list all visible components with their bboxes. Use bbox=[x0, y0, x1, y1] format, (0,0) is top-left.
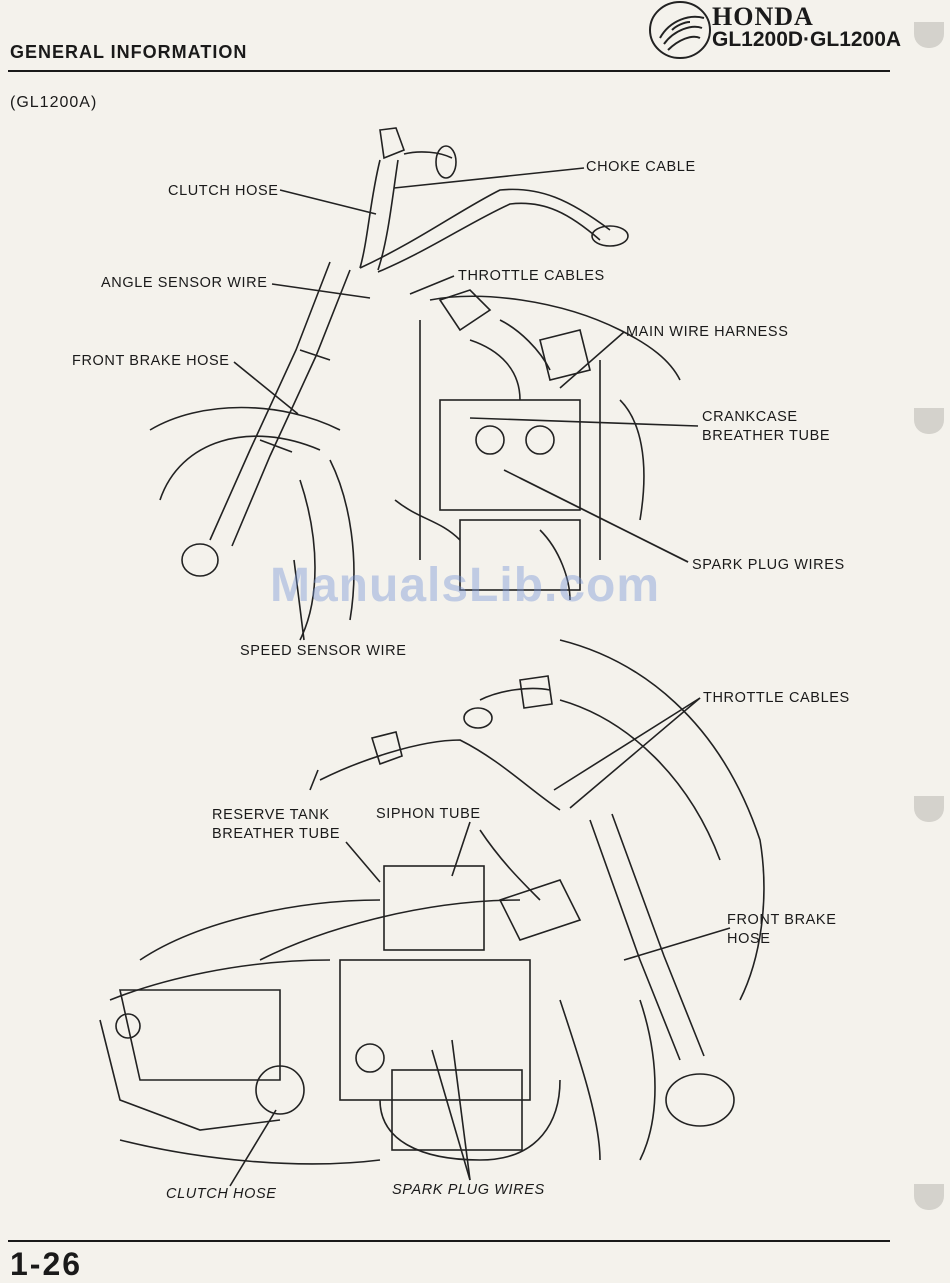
label-siphon-tube: SIPHON TUBE bbox=[376, 806, 481, 822]
label-spark-plug-wires-top: SPARK PLUG WIRES bbox=[692, 557, 845, 573]
binder-hole bbox=[914, 1184, 944, 1210]
label-front-brake-hose-top: FRONT BRAKE HOSE bbox=[72, 353, 230, 369]
label-reserve-tank-line1: RESERVE TANK bbox=[212, 807, 330, 823]
watermark: ManualsLib.com bbox=[270, 559, 661, 612]
binder-hole bbox=[914, 796, 944, 822]
binder-hole bbox=[914, 22, 944, 48]
label-choke-cable: CHOKE CABLE bbox=[586, 159, 696, 175]
honda-wing-logo bbox=[649, 1, 711, 59]
label-front-brake-hose-line2: HOSE bbox=[727, 931, 771, 947]
binder-hole bbox=[914, 408, 944, 434]
page-number: 1-26 bbox=[10, 1246, 83, 1282]
label-angle-sensor-wire: ANGLE SENSOR WIRE bbox=[101, 275, 268, 291]
header-rule bbox=[8, 70, 890, 72]
section-title: GENERAL INFORMATION bbox=[10, 42, 248, 62]
model-names: GL1200D·GL1200A bbox=[712, 28, 902, 51]
figure-subtitle: (GL1200A) bbox=[10, 94, 98, 111]
label-speed-sensor-wire: SPEED SENSOR WIRE bbox=[240, 643, 407, 659]
label-crankcase-breather-line1: CRANKCASE bbox=[702, 409, 798, 425]
label-throttle-cables-bottom: THROTTLE CABLES bbox=[703, 690, 850, 706]
label-front-brake-hose-line1: FRONT BRAKE bbox=[727, 912, 837, 928]
motorcycle-illustration-top bbox=[149, 127, 699, 641]
label-throttle-cables-top: THROTTLE CABLES bbox=[458, 268, 605, 284]
label-clutch-hose: CLUTCH HOSE bbox=[168, 183, 279, 199]
label-clutch-hose-bottom: CLUTCH HOSE bbox=[166, 1186, 277, 1202]
label-spark-plug-wires-bottom: SPARK PLUG WIRES bbox=[392, 1182, 545, 1198]
label-reserve-tank-line2: BREATHER TUBE bbox=[212, 826, 341, 842]
label-main-wire-harness: MAIN WIRE HARNESS bbox=[626, 324, 789, 340]
brand-name: HONDA bbox=[712, 2, 814, 31]
label-crankcase-breather-line2: BREATHER TUBE bbox=[702, 428, 831, 444]
footer-rule bbox=[8, 1240, 890, 1242]
